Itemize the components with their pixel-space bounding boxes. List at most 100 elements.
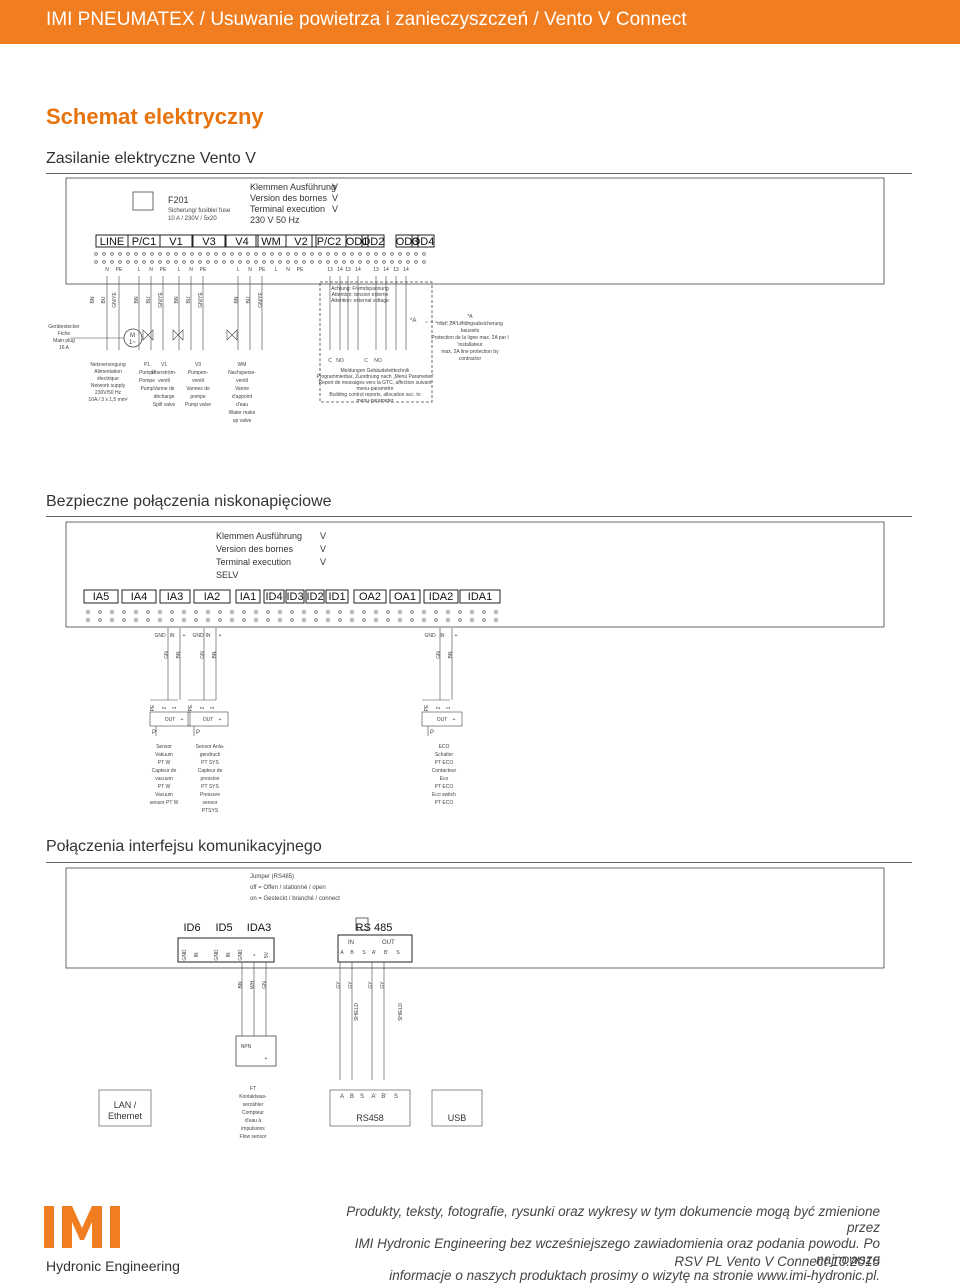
klemmen-line: Terminal execution: [216, 557, 291, 567]
terminal-screw: [482, 610, 486, 614]
output-label: +: [453, 717, 456, 723]
terminal-label-oa1: OA1: [394, 591, 416, 603]
terminal-screw: [374, 610, 378, 614]
pin-label: 14: [355, 267, 361, 273]
terminal-label-id5: ID5: [215, 922, 232, 934]
terminal-screw: [94, 260, 98, 264]
pressure-sensor-line: Sensor Anla-: [196, 744, 225, 750]
pin-label: 1: [210, 706, 216, 709]
rs458-pin-label: B': [381, 1094, 386, 1100]
terminal-block: [389, 589, 421, 604]
terminal-screw: [314, 618, 318, 622]
terminal-screw: [410, 610, 414, 614]
terminal-block: [285, 589, 305, 604]
usb-label: USB: [448, 1113, 467, 1123]
sensor-output-box: [149, 711, 191, 727]
wire-color-label: GY: [336, 981, 342, 989]
eco-switch-line: PT ECO: [435, 784, 454, 790]
klemmen-line: Klemmen Ausführung: [216, 531, 302, 541]
voltage-mark: V: [332, 182, 338, 192]
pin-label: 13: [373, 267, 379, 273]
pin-label: GND: [154, 633, 166, 639]
terminal-screw: [142, 252, 146, 256]
lan-label: Ethernet: [108, 1111, 143, 1121]
terminal-screw: [342, 252, 346, 256]
terminal-screw: [242, 618, 246, 622]
terminal-screw: [198, 260, 202, 264]
terminal-screw: [458, 610, 462, 614]
terminal-screw: [290, 618, 294, 622]
terminal-screw: [182, 618, 186, 622]
terminal-block: [263, 589, 285, 604]
fuse-line: Sicherung/ fusible/ fuse: [168, 208, 231, 214]
klemmen-line: Terminal execution: [250, 204, 325, 214]
sensor-output-box: [187, 711, 229, 727]
terminal-screw: [150, 252, 154, 256]
jumper-line: off = Offen / stationné / open: [250, 885, 326, 891]
terminal-screw: [398, 260, 402, 264]
rs485-in-label: IN: [348, 940, 354, 946]
pin-label: +: [183, 633, 186, 639]
terminal-screw: [494, 618, 498, 622]
wire-color-label: WH: [250, 980, 256, 989]
spill-valve-line: ventil: [158, 378, 170, 384]
terminal-screw: [182, 610, 186, 614]
plug-line: Gerätestecker: [48, 324, 80, 330]
terminal-screw: [102, 260, 106, 264]
flow-sensor-line: FT: [250, 1086, 256, 1092]
vacuum-sensor-line: Capteur de: [152, 768, 177, 774]
npn-label: +: [265, 1056, 268, 1062]
terminal-screw: [286, 252, 290, 256]
terminal-label-ida2: IDA2: [429, 591, 453, 603]
flow-sensor-line: Kontaktwas-: [239, 1094, 267, 1100]
flow-sensor-line: serzähler: [243, 1102, 264, 1108]
pin-label: 14: [403, 267, 409, 273]
pressure-sensor-line: gendruck: [200, 752, 221, 758]
terminal-screw: [174, 260, 178, 264]
external-voltage-line: Attention: tension externe: [332, 292, 389, 298]
terminal-block: [285, 234, 317, 248]
flow-sensor-line: d'eau à: [245, 1118, 261, 1124]
eco-switch-line: PT ECO: [435, 800, 454, 806]
terminal-screw: [146, 610, 150, 614]
terminal-screw: [406, 252, 410, 256]
terminal-label-id3: ID3: [286, 591, 303, 603]
terminal-screw: [358, 252, 362, 256]
wire-color-label: BN: [176, 651, 182, 658]
wire-color-label: BU: [246, 296, 252, 303]
contact-label: NO: [374, 358, 382, 364]
external-voltage-line: Attention: external voltage: [331, 298, 389, 304]
terminal-screw: [410, 618, 414, 622]
terminal-screw: [310, 252, 314, 256]
terminal-label-ia5: IA5: [93, 591, 110, 603]
pin-label: IN: [194, 952, 200, 957]
terminal-screw: [278, 260, 282, 264]
pressure-sensor-line: PT SYS: [201, 784, 219, 790]
protection-line: max. 2A Leitungsabsicherung: [437, 321, 503, 327]
terminal-screw: [190, 252, 194, 256]
external-voltage-line: Achtung: Fremdspannung: [331, 286, 389, 292]
pin-label: N: [248, 267, 252, 273]
terminal-screw: [334, 252, 338, 256]
jumper-label: Jumper (RS485)off = Offen / stationné / …: [250, 874, 340, 902]
wire-color-label: GN/YE: [158, 292, 164, 308]
bms-report-label: Meldungen GebäudeleittechnikProgrammierb…: [317, 368, 434, 404]
terminal-screw: [214, 252, 218, 256]
lan-port-box: [98, 1089, 152, 1127]
pin-label: 14: [337, 267, 343, 273]
flow-sensor-line: Compteur: [242, 1110, 264, 1116]
pin-label: 13: [327, 267, 333, 273]
terminal-screw: [110, 618, 114, 622]
makeup-valve-line: d'appoint: [232, 394, 253, 400]
terminal-screw: [134, 252, 138, 256]
terminal-screw: [350, 252, 354, 256]
terminal-screw: [302, 260, 306, 264]
terminal-screw: [390, 260, 394, 264]
terminal-screw: [386, 618, 390, 622]
terminal-screw: [382, 260, 386, 264]
protection-line: bauseits: [461, 328, 480, 334]
page-title: Schemat elektryczny: [46, 104, 264, 129]
terminal-screw: [470, 618, 474, 622]
